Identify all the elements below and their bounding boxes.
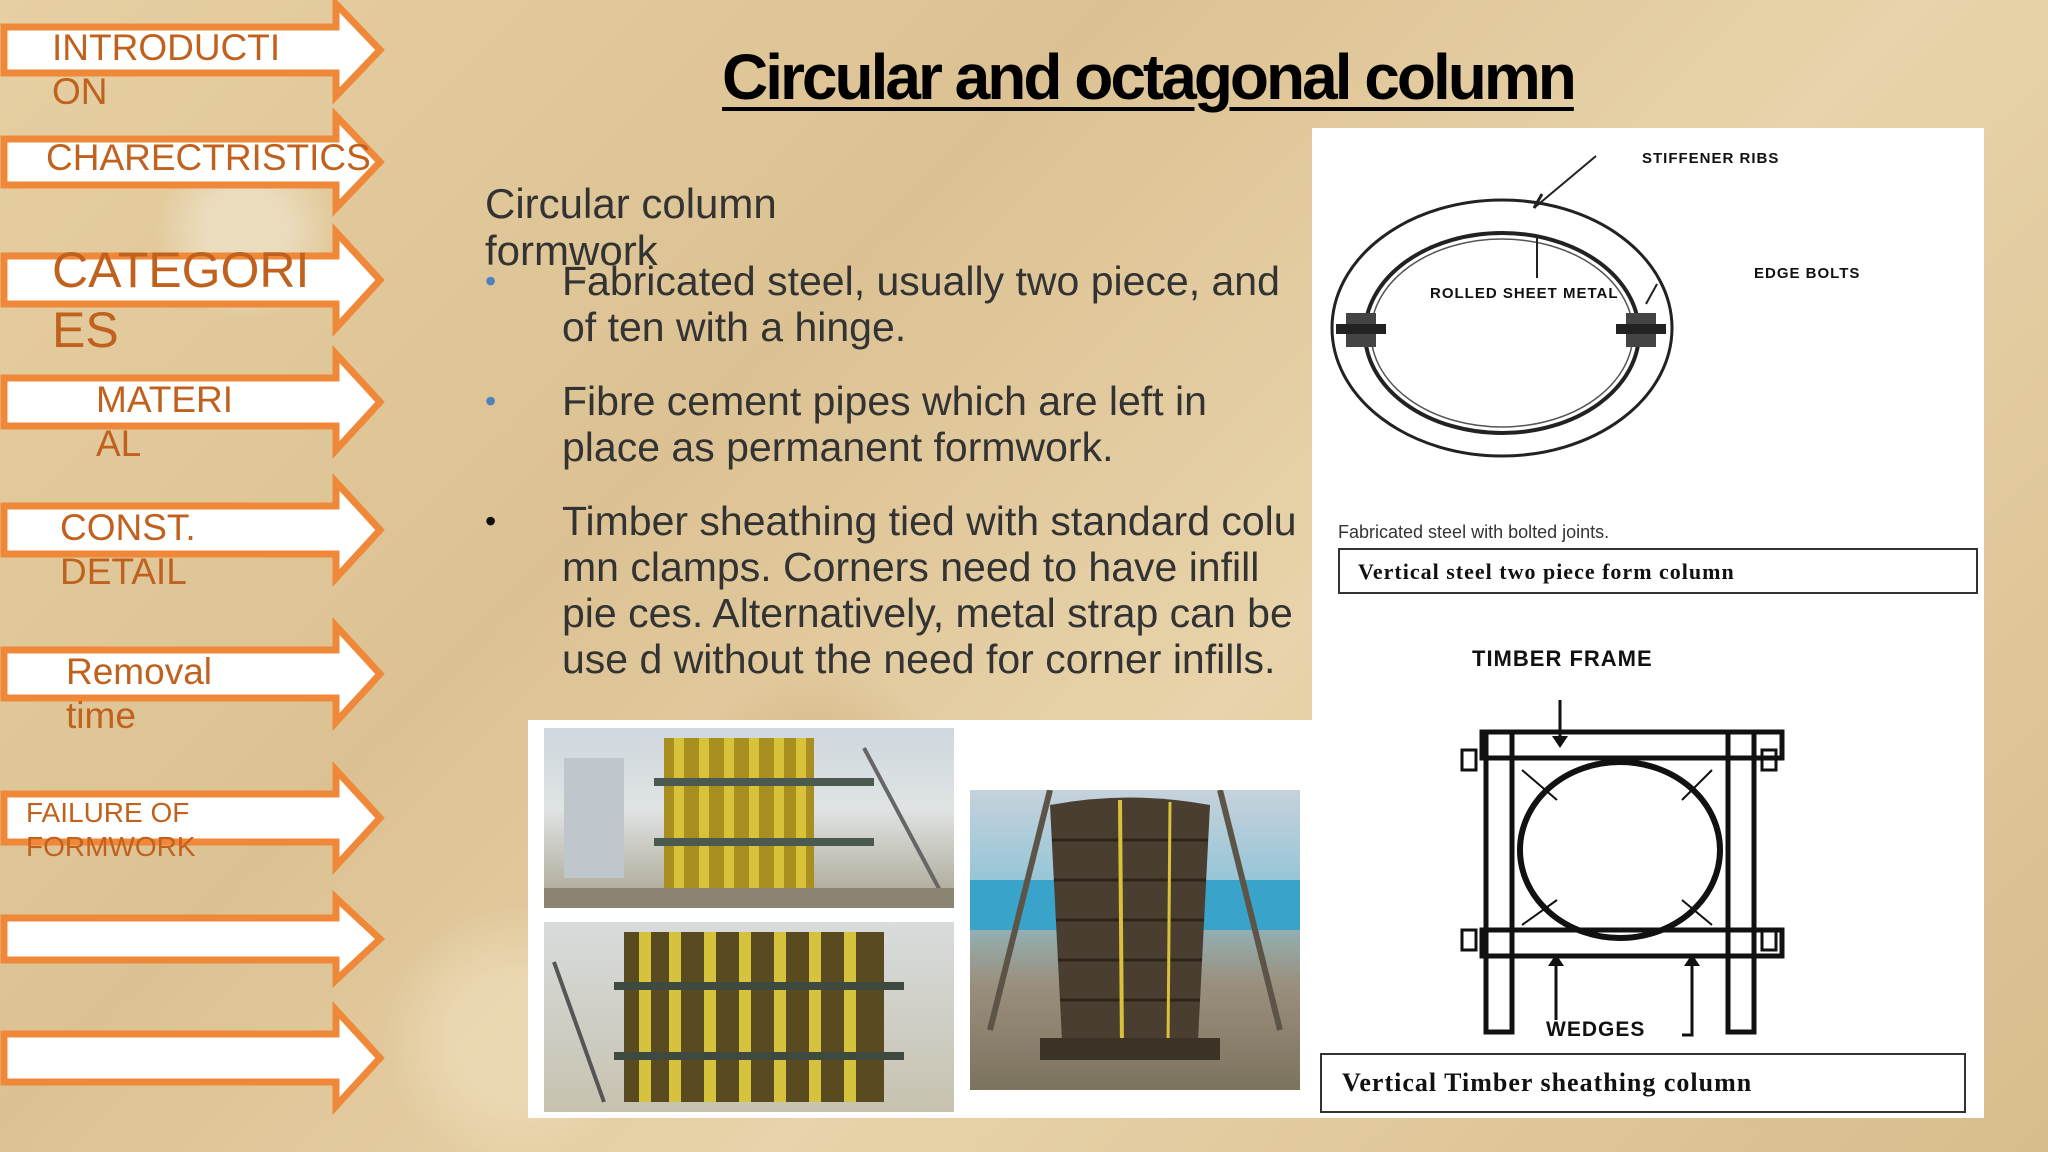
bullet-text: Fibre cement pipes which are left in pla… [562, 378, 1207, 470]
nav-arrow-8[interactable] [0, 889, 390, 989]
bullet-text: Fabricated steel, usually two piece, and… [562, 258, 1280, 350]
arrow-shape-icon [0, 1001, 385, 1115]
nav-label: CHARECTRISTICS [46, 137, 371, 178]
nav-label: CONST. DETAIL [60, 507, 196, 593]
circular-column-photo [970, 790, 1300, 1090]
timber-frame-diagram [1460, 700, 1785, 1037]
steel-form-diagram [1330, 155, 1674, 458]
nav-arrow-3[interactable] [0, 223, 390, 337]
bullet-item: • Timber sheathing tied with standard co… [485, 498, 1305, 682]
bullet-marker: • [485, 383, 497, 419]
nav-label: Removal time [66, 651, 212, 737]
bullet-item: • Fibre cement pipes which are left in p… [485, 378, 1305, 470]
slide-title: Circular and octagonal column [722, 41, 1577, 113]
timber-caption: Vertical Timber sheathing column [1320, 1053, 1966, 1113]
column-form-photo-1 [544, 728, 954, 908]
bullet-marker: • [485, 503, 497, 539]
nav-arrow-2[interactable] [0, 107, 390, 217]
stiffener-ribs-label: STIFFENER RIBS [1642, 150, 1780, 167]
nav-arrow-4[interactable] [0, 345, 390, 459]
nav-arrow-1[interactable] [0, 0, 390, 105]
arrow-shape-icon [0, 223, 385, 337]
rolled-sheet-label: ROLLED SHEET METAL [1430, 285, 1619, 302]
arrow-shape-icon [0, 107, 385, 217]
arrow-shape-icon [0, 617, 385, 731]
nav-label: CATEGORI ES [52, 242, 310, 358]
timber-frame-label: TIMBER FRAME [1472, 646, 1653, 671]
arrow-shape-icon [0, 473, 385, 587]
bullet-text: Timber sheathing tied with standard colu… [562, 498, 1297, 682]
steel-caption: Vertical steel two piece form column [1338, 548, 1978, 594]
wedges-label: WEDGES [1546, 1018, 1646, 1041]
nav-label: MATERI AL [96, 379, 234, 465]
nav-arrow-7[interactable] [0, 761, 390, 875]
arrow-shape-icon [0, 889, 386, 989]
edge-bolts-label: EDGE BOLTS [1754, 265, 1861, 282]
arrow-shape-icon [0, 761, 385, 875]
bullet-item: • Fabricated steel, usually two piece, a… [485, 258, 1305, 350]
bullet-list: • Fabricated steel, usually two piece, a… [485, 258, 1305, 710]
bullet-marker: • [485, 263, 497, 299]
nav-arrow-5[interactable] [0, 473, 390, 587]
steel-note: Fabricated steel with bolted joints. [1338, 522, 1610, 542]
diagram-panel [1312, 128, 1984, 1118]
column-form-photo-2 [544, 922, 954, 1112]
arrow-shape-icon [0, 345, 385, 459]
nav-label: FAILURE OF FORMWORK [26, 797, 196, 862]
section-subtitle: Circular column formwork [485, 180, 777, 275]
nav-arrow-6[interactable] [0, 617, 390, 731]
nav-label: INTRODUCTI ON [52, 27, 281, 113]
arrow-shape-icon [0, 0, 385, 105]
nav-arrow-9[interactable] [0, 1001, 390, 1115]
